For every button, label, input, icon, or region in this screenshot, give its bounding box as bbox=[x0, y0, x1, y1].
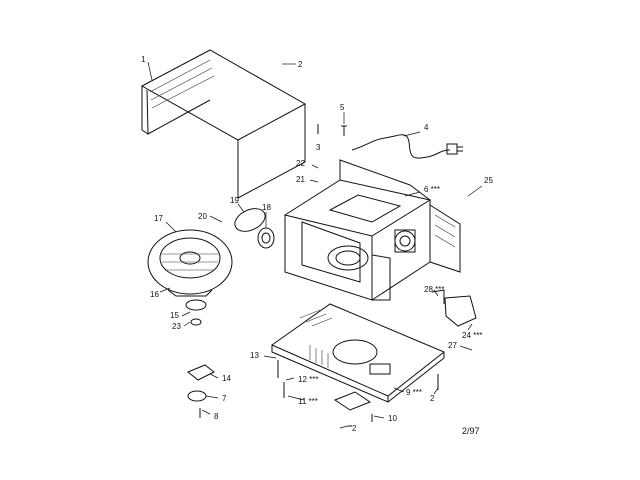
callout-10: 10 bbox=[388, 414, 397, 423]
callout-9: 9 *** bbox=[406, 388, 422, 397]
base-plate bbox=[270, 303, 445, 403]
callout-16: 16 bbox=[150, 290, 159, 299]
blower-assembly bbox=[147, 229, 233, 297]
callout-8: 8 bbox=[214, 412, 219, 421]
control-bracket bbox=[431, 289, 477, 327]
callout-28: 28 *** bbox=[424, 285, 444, 294]
callout-25: 25 bbox=[484, 176, 493, 185]
callout-13: 13 bbox=[250, 351, 259, 360]
callout-18: 18 bbox=[262, 203, 271, 212]
foot-bracket bbox=[187, 364, 215, 418]
callout-11: 11 *** bbox=[298, 397, 318, 406]
callout-19: 19 bbox=[230, 196, 239, 205]
bottom-cover bbox=[333, 391, 373, 422]
callout-15: 15 bbox=[170, 311, 179, 320]
leader-lines bbox=[147, 61, 483, 429]
revision-date: 2/97 bbox=[462, 426, 480, 436]
callout-3: 3 bbox=[316, 143, 321, 152]
callout-2-right: 2 bbox=[430, 394, 435, 403]
callout-2-top: 2 bbox=[298, 60, 303, 69]
callout-17: 17 bbox=[154, 214, 163, 223]
callout-24: 24 *** bbox=[462, 331, 482, 340]
callout-labels: 1 2 3 4 5 6 *** 25 22 21 19 18 20 17 16 … bbox=[141, 55, 493, 433]
callout-7: 7 bbox=[222, 394, 227, 403]
callout-6: 6 *** bbox=[424, 185, 440, 194]
callout-23: 23 bbox=[172, 322, 181, 331]
callout-4: 4 bbox=[424, 123, 429, 132]
callout-1: 1 bbox=[141, 55, 146, 64]
cabinet-wrapper bbox=[140, 49, 307, 199]
callout-14: 14 bbox=[222, 374, 231, 383]
callout-12: 12 *** bbox=[298, 375, 318, 384]
callout-2-bottom: 2 bbox=[352, 424, 357, 433]
fan-cover bbox=[234, 208, 266, 232]
callout-22: 22 bbox=[296, 159, 305, 168]
callout-21: 21 bbox=[296, 175, 305, 184]
screws bbox=[277, 124, 439, 427]
oven-cavity bbox=[283, 159, 461, 301]
callout-27: 27 bbox=[448, 341, 457, 350]
fan-motor bbox=[257, 227, 275, 249]
callout-5: 5 bbox=[340, 103, 345, 112]
power-cord bbox=[341, 125, 463, 159]
callout-20: 20 bbox=[198, 212, 207, 221]
coupler bbox=[185, 299, 207, 326]
